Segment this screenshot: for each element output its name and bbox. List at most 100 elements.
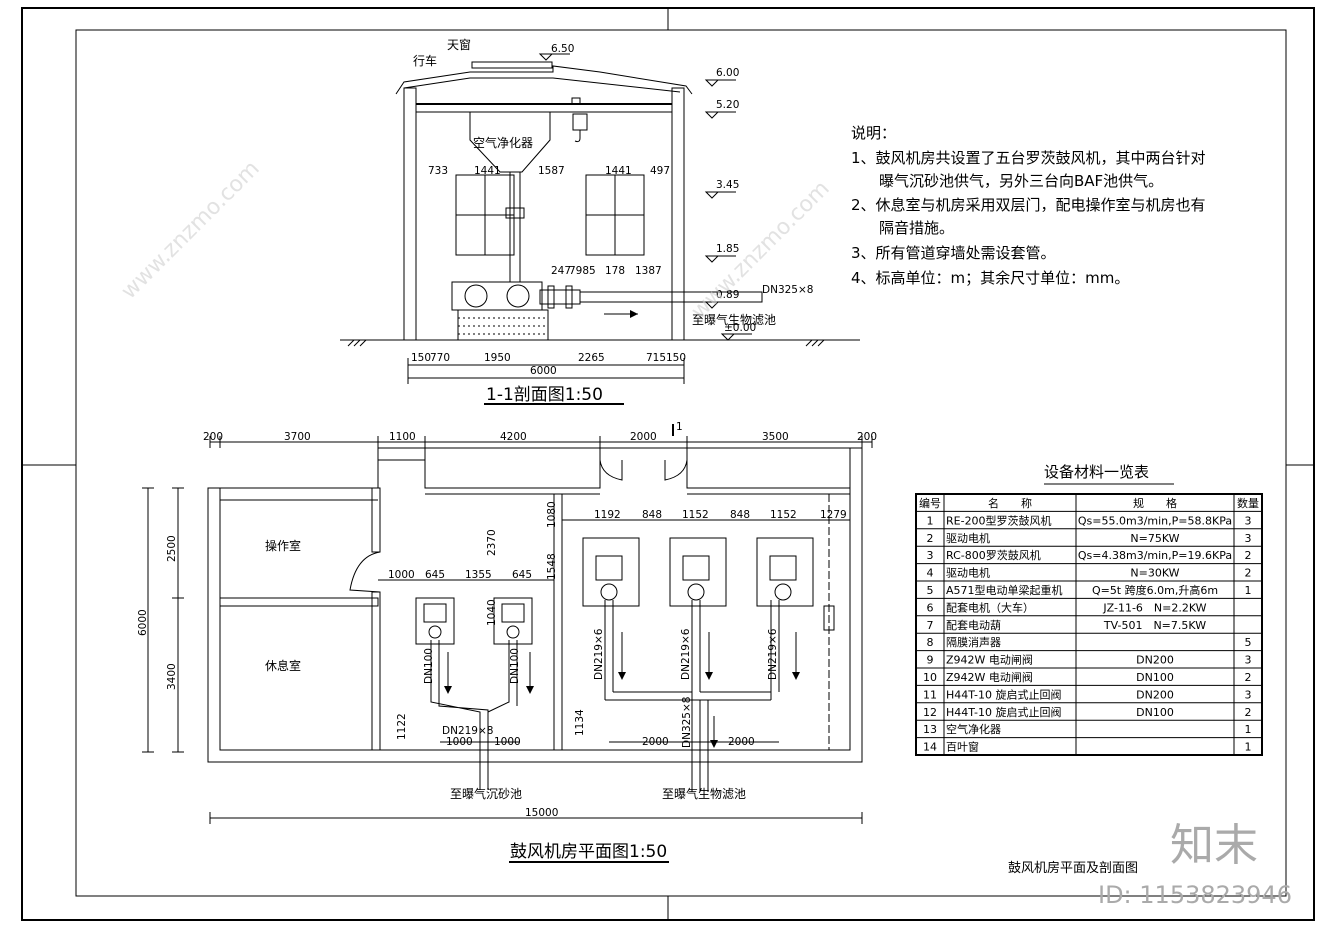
- table-cell: 3: [1245, 654, 1252, 667]
- table-cell: 1: [1245, 741, 1252, 754]
- plan-small-dim-2: 1355: [465, 569, 492, 581]
- table-cell: 2: [1245, 549, 1252, 562]
- plan-big-dim-1: 848: [642, 509, 662, 521]
- table-cell: 配套电动葫: [946, 619, 1001, 632]
- table-cell: 4: [927, 567, 934, 580]
- plan-dim-top-4: 2000: [630, 431, 657, 443]
- table-cell: 10: [923, 671, 937, 684]
- elev-0-89: 0.89: [716, 289, 739, 301]
- table-cell: N=75KW: [1130, 532, 1179, 545]
- table-cell: 6: [927, 601, 934, 614]
- table-cell: 隔膜消声器: [946, 635, 1001, 649]
- table-cell: 3: [927, 549, 934, 562]
- plan-big-dim-2: 1152: [682, 509, 709, 521]
- dim-pipe-0: 247: [551, 265, 571, 277]
- plan-dim-top-1: 3700: [284, 431, 311, 443]
- elev-1-85: 1.85: [716, 243, 739, 255]
- table-cell: TV-501 N=7.5KW: [1103, 619, 1206, 632]
- plan-big-dim-5: 1279: [820, 509, 847, 521]
- note-line-5: 3、所有管道穿墙处需设套管。: [851, 244, 1056, 262]
- table-cell: 2: [927, 532, 934, 545]
- table-cell: JZ-11-6 N=2.2KW: [1102, 601, 1206, 614]
- pipe-label-dn219-c: DN219×6: [767, 628, 779, 680]
- dim-top-2: 1587: [538, 165, 565, 177]
- table-cell: RE-200型罗茨鼓风机: [946, 513, 1052, 527]
- inner-frame: [75, 29, 1287, 897]
- table-cell: 13: [923, 723, 937, 736]
- table-cell: 驱动电机: [946, 531, 990, 545]
- table-title: 设备材料一览表: [1044, 463, 1149, 481]
- table-cell: 9: [927, 654, 934, 667]
- plan-dim-v3: 1548: [546, 553, 558, 580]
- table-cell: Z942W 电动闸阀: [946, 670, 1033, 684]
- plan-dim-top-5: 3500: [762, 431, 789, 443]
- plan-dim-v1: 2370: [486, 529, 498, 556]
- table-cell: 2: [1245, 567, 1252, 580]
- plan-small-dim-1: 645: [425, 569, 445, 581]
- pipe-label-dn219-b: DN219×6: [680, 628, 692, 680]
- elev-6-00: 6.00: [716, 67, 739, 79]
- pipe-label-dn100-a: DN100: [423, 648, 435, 684]
- table-cell: 14: [923, 741, 937, 754]
- table-header-cell: 数量: [1237, 497, 1259, 510]
- watermark-id: ID: 1153823946: [1098, 881, 1292, 909]
- pipe-label-dn219-a: DN219×6: [593, 628, 605, 680]
- table-cell: 5: [1245, 636, 1252, 649]
- dim-top-4: 497: [650, 165, 670, 177]
- pipe-label-dn100-b: DN100: [509, 648, 521, 684]
- table-cell: N=30KW: [1130, 567, 1179, 580]
- dim-pipe-1: 7985: [569, 265, 596, 277]
- pipe-label-dn325: DN325×8: [681, 697, 693, 748]
- plan-bottom-right-1: 2000: [728, 736, 755, 748]
- pipe-label-dn219x8: DN219×8: [442, 725, 493, 737]
- dim-bot-0: 150: [411, 352, 431, 364]
- plan-total: 15000: [525, 807, 558, 819]
- label-pipe-spec: DN325×8: [762, 284, 813, 296]
- plan-dim-v4: 1040: [486, 599, 498, 626]
- section-title: 1-1剖面图1:50: [486, 385, 603, 405]
- plan-small-dim-3: 645: [512, 569, 532, 581]
- table-cell: 配套电机（大车）: [946, 600, 1034, 614]
- note-line-6: 4、标高单位：m；其余尺寸单位：mm。: [851, 269, 1129, 287]
- table-cell: Q=5t 跨度6.0m,升高6m: [1092, 583, 1218, 597]
- table-cell: 百叶窗: [946, 740, 979, 754]
- drawing-title: 鼓风机房平面及剖面图: [1008, 860, 1138, 876]
- plan-title: 鼓风机房平面图1:50: [510, 842, 667, 862]
- outlet-bio-filter: 至曝气生物滤池: [662, 786, 746, 801]
- dim-top-1: 1441: [474, 165, 501, 177]
- dim-bot-1: 770: [430, 352, 450, 364]
- plan-big-dim-3: 848: [730, 509, 750, 521]
- table-border: [915, 493, 1263, 756]
- table-header-cell: 名 称: [988, 496, 1032, 510]
- table-cell: DN100: [1136, 671, 1174, 684]
- plan-dim-top-2: 1100: [389, 431, 416, 443]
- table-cell: 空气净化器: [946, 722, 1001, 736]
- table-cell: 1: [1245, 723, 1252, 736]
- table-cell: Qs=55.0m3/min,P=58.8KPa: [1078, 514, 1232, 527]
- notes-heading: 说明：: [851, 124, 896, 142]
- note-line-3: 2、休息室与机房采用双层门，配电操作室与机房也有: [851, 196, 1206, 214]
- room-rest: 休息室: [265, 658, 301, 673]
- section-view: 天窗 行车 空气净化器 至曝气生物滤池 DN325×8 6.50 6.00 5.…: [340, 38, 860, 405]
- table-cell: Z942W 电动闸阀: [946, 653, 1033, 667]
- dim-pipe-3: 1387: [635, 265, 662, 277]
- plan-bottom-left-1: 1000: [494, 736, 521, 748]
- dim-bot-5: 150: [666, 352, 686, 364]
- watermark-brand: 知末: [1170, 820, 1258, 871]
- dim-top-3: 1441: [605, 165, 632, 177]
- table-cell: 2: [1245, 671, 1252, 684]
- table-cell: 11: [923, 688, 937, 701]
- label-skylight: 天窗: [447, 38, 471, 52]
- dim-top-0: 733: [428, 165, 448, 177]
- table-cell: 2: [1245, 706, 1252, 719]
- elev-5-20: 5.20: [716, 99, 739, 111]
- plan-view: 200 3700 1100 4200 2000 3500 200 1 操作室 休…: [137, 421, 877, 863]
- table-cell: DN200: [1136, 654, 1174, 667]
- table-cell: H44T-10 旋启式止回阀: [946, 705, 1061, 719]
- table-cell: Qs=4.38m3/min,P=19.6KPa: [1078, 549, 1232, 562]
- plan-dim-top-6: 200: [857, 431, 877, 443]
- elev-3-45: 3.45: [716, 179, 739, 191]
- room-control: 操作室: [265, 538, 301, 553]
- note-line-1: 1、鼓风机房共设置了五台罗茨鼓风机，其中两台针对: [851, 149, 1206, 167]
